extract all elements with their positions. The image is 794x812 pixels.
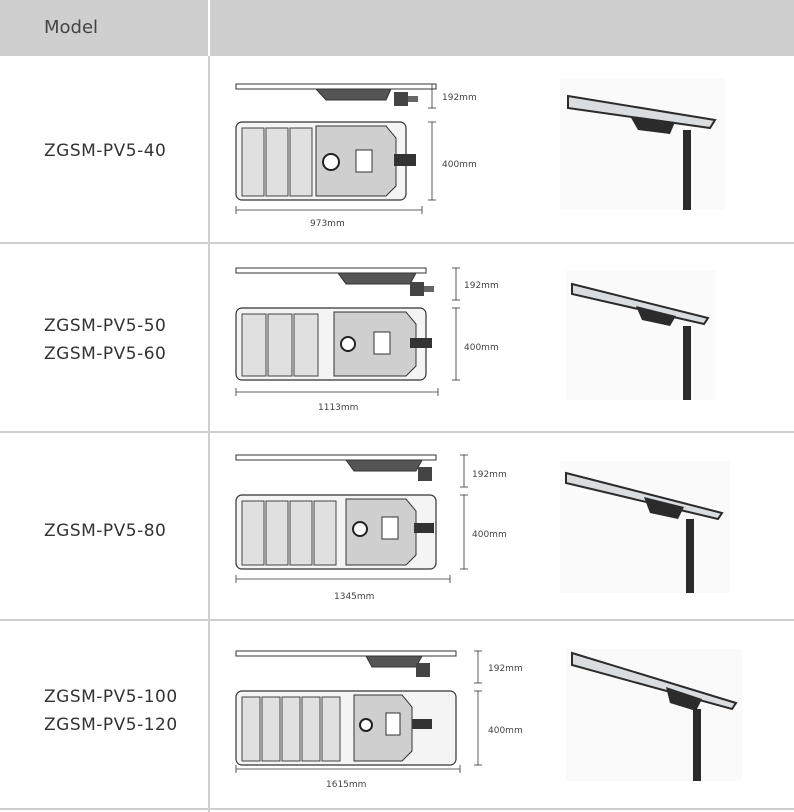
- length-dimension: 1345mm: [334, 592, 374, 602]
- column-divider: [208, 56, 210, 812]
- row-divider: [0, 431, 794, 433]
- product-photo: [566, 270, 716, 400]
- height-dimension: 192mm: [464, 281, 499, 291]
- header-blank-cell: [210, 0, 794, 56]
- table-row: ZGSM-PV5-100 ZGSM-PV5-120 192mm 400mm: [0, 621, 794, 810]
- model-name: ZGSM-PV5-100: [44, 687, 178, 707]
- dimension-drawing: 192mm 400mm 1113mm: [235, 267, 499, 413]
- length-dimension: 1615mm: [326, 780, 366, 790]
- model-name: ZGSM-PV5-80: [44, 521, 167, 541]
- product-photo: [566, 649, 742, 781]
- header-model-label: Model: [44, 17, 99, 38]
- width-dimension: 400mm: [464, 343, 499, 353]
- height-dimension: 192mm: [472, 470, 507, 480]
- model-name: ZGSM-PV5-40: [44, 141, 167, 161]
- product-photo: [560, 461, 730, 593]
- row-divider: [0, 619, 794, 621]
- table-row: ZGSM-PV5-50 ZGSM-PV5-60 192mm 400mm: [0, 244, 794, 433]
- product-photo: [560, 78, 725, 210]
- table-row: ZGSM-PV5-80 192mm 400mm 1345mm: [0, 433, 794, 621]
- width-dimension: 400mm: [472, 530, 507, 540]
- length-dimension: 1113mm: [318, 403, 358, 413]
- height-dimension: 192mm: [442, 93, 477, 103]
- length-dimension: 973mm: [310, 219, 345, 229]
- model-name: ZGSM-PV5-50: [44, 316, 167, 336]
- width-dimension: 400mm: [442, 160, 477, 170]
- row-divider: [0, 808, 794, 810]
- header-model-cell: Model: [0, 0, 208, 56]
- width-dimension: 400mm: [488, 726, 523, 736]
- table-row: ZGSM-PV5-40 192mm 400mm: [0, 56, 794, 244]
- model-name: ZGSM-PV5-120: [44, 715, 178, 735]
- height-dimension: 192mm: [488, 664, 523, 674]
- row-divider: [0, 242, 794, 244]
- dimension-drawing: 192mm 400mm 1345mm: [235, 454, 507, 602]
- dimension-drawing: 192mm 400mm 973mm: [235, 83, 477, 229]
- dimension-drawing: 192mm 400mm 1615mm: [235, 650, 523, 790]
- model-name: ZGSM-PV5-60: [44, 344, 167, 364]
